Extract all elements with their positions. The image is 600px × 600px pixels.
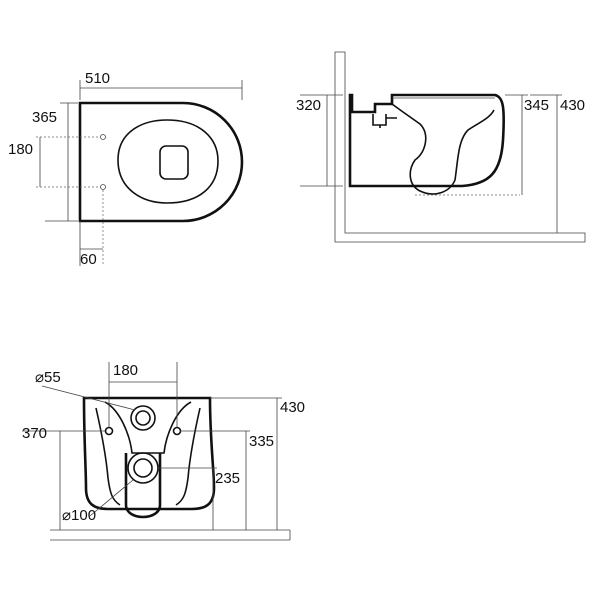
rear-view-outlet-outer — [127, 452, 159, 484]
side-view-bowl-outline — [348, 93, 506, 188]
top-view-depth-label: 365 — [32, 109, 57, 126]
side-view: 320 345 430 — [296, 51, 586, 243]
rear-view-total-height-label: 430 — [280, 399, 305, 416]
side-view-total-height-label: 430 — [560, 97, 585, 114]
rear-view-outlet-height-label: 235 — [215, 470, 240, 487]
rear-view-inlet-inner — [135, 410, 151, 426]
rear-view-right-inner-contour — [175, 407, 201, 506]
top-view: 510 365 180 60 — [8, 70, 244, 268]
rear-view-outlet-leader — [89, 479, 134, 517]
side-view-inner-trap — [391, 103, 495, 195]
top-view-bowl-outline — [78, 101, 244, 223]
side-view-rim-height-label: 345 — [524, 97, 549, 114]
top-view-fixing-hole-upper — [100, 134, 106, 140]
rear-view-inlet-diameter-label: ⌀55 — [35, 369, 61, 386]
rear-view-back-plate — [104, 401, 192, 454]
side-view-wall — [334, 51, 586, 243]
top-view-wall-offset-label: 60 — [80, 251, 97, 268]
rear-view-outlet-diameter-label: ⌀100 — [62, 507, 96, 524]
rear-view-shell-outline — [82, 396, 216, 511]
top-view-fixing-spacing-label: 180 — [8, 141, 33, 158]
top-view-fixing-hole-lower — [100, 184, 106, 190]
rear-view: 180 ⌀55 370 ⌀100 430 335 235 — [22, 362, 305, 541]
rear-view-fixing-height-label: 370 — [22, 425, 47, 442]
rear-view-fixing-hole-right — [172, 426, 182, 436]
rear-view-inlet-leader — [41, 385, 136, 411]
rear-view-left-inner-contour — [95, 407, 121, 506]
rear-view-outlet-inner — [133, 458, 153, 478]
top-view-width-label: 510 — [85, 70, 110, 87]
rear-view-outlet-spigot — [124, 453, 162, 519]
rear-view-inlet-outer — [130, 405, 156, 431]
top-view-seat-outline — [117, 119, 219, 204]
rear-view-fixing-hole-left — [104, 426, 114, 436]
top-view-flush-opening — [159, 145, 189, 180]
rear-view-inlet-height-label: 335 — [249, 433, 274, 450]
side-view-seat-height-label: 320 — [296, 97, 321, 114]
side-view-flush-inlet — [372, 114, 397, 128]
rear-view-fixing-spacing-label: 180 — [113, 362, 138, 379]
